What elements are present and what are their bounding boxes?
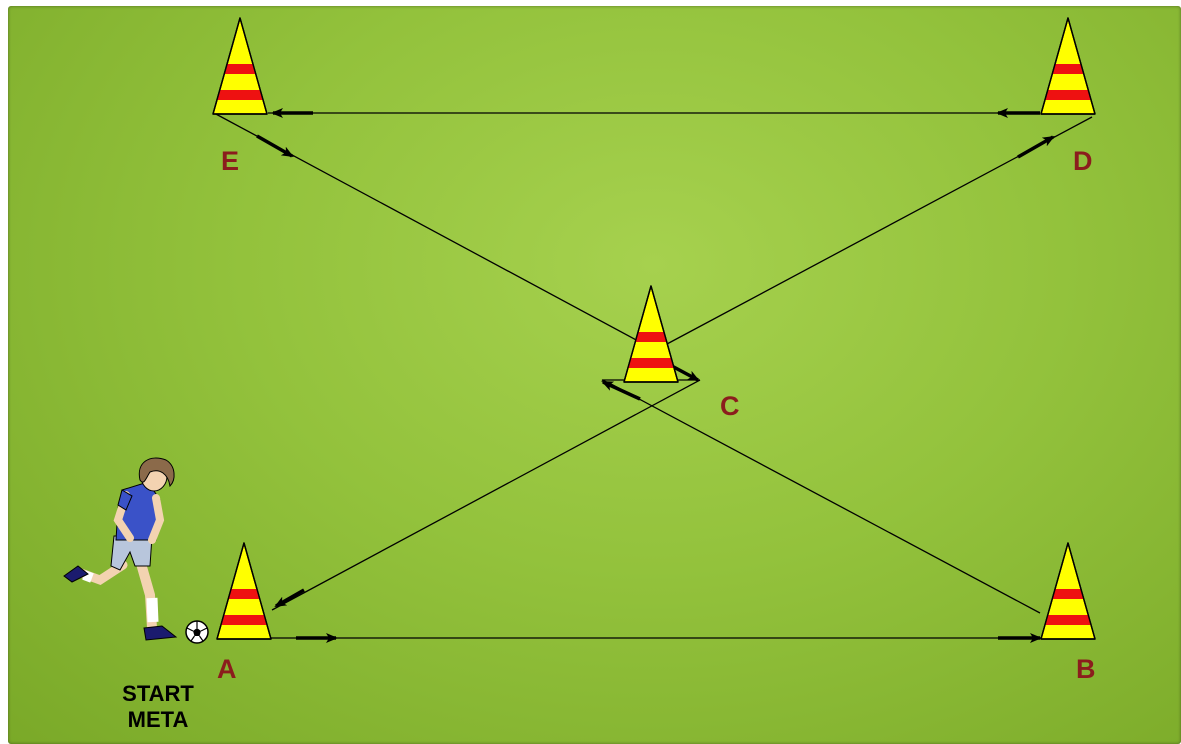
arrow-c-to-a bbox=[276, 590, 304, 606]
cone-stripe-2 bbox=[1045, 90, 1091, 100]
cone-d bbox=[1041, 18, 1095, 114]
start-label-line1: START bbox=[98, 683, 218, 705]
cone-label-e: E bbox=[221, 148, 239, 175]
start-label-line2: META bbox=[98, 709, 218, 731]
cone-label-b: B bbox=[1076, 656, 1096, 683]
path-c-to-a bbox=[272, 380, 700, 610]
cone-stripe-2 bbox=[1045, 615, 1091, 625]
cone-e bbox=[213, 18, 267, 114]
cone-stripe-1 bbox=[1052, 589, 1084, 599]
path-b-to-c bbox=[611, 384, 1040, 613]
cone-stripe-1 bbox=[224, 64, 256, 74]
cone-stripe-1 bbox=[228, 589, 260, 599]
cone-stripe-2 bbox=[221, 615, 267, 625]
cone-stripe-1 bbox=[1052, 64, 1084, 74]
arrow-e-to-c bbox=[257, 136, 292, 156]
player-icon bbox=[64, 458, 176, 640]
arrow-b-to-c bbox=[603, 382, 640, 399]
cone-c bbox=[624, 286, 678, 382]
arrow-c-to-d bbox=[1018, 137, 1053, 157]
cone-a bbox=[217, 543, 271, 639]
cone-label-d: D bbox=[1073, 148, 1093, 175]
cone-label-a: A bbox=[217, 656, 237, 683]
soccer-ball-icon bbox=[186, 621, 208, 643]
cone-stripe-2 bbox=[217, 90, 263, 100]
cone-stripe-2 bbox=[628, 358, 674, 368]
cone-b bbox=[1041, 543, 1095, 639]
cone-label-c: C bbox=[720, 393, 740, 420]
start-label: START META bbox=[98, 683, 218, 731]
cone-stripe-1 bbox=[635, 332, 667, 342]
